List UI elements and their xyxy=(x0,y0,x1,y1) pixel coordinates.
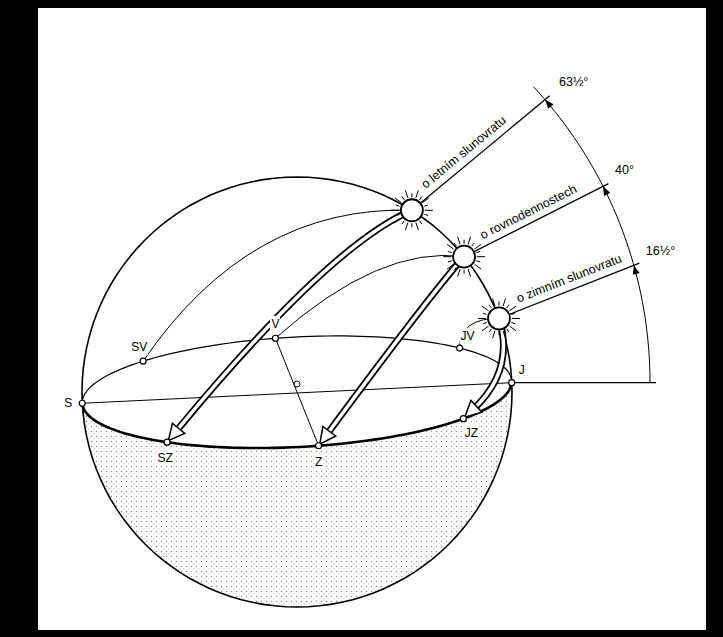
paper-ground xyxy=(38,8,706,630)
arrow-head xyxy=(168,423,184,440)
sun-symbol xyxy=(443,237,485,277)
compass-point-marker xyxy=(509,380,515,386)
sun-setting-arrow xyxy=(327,257,464,435)
compass-point-marker xyxy=(272,335,278,341)
compass-point: JZ xyxy=(464,425,479,441)
compass-point-marker xyxy=(460,416,466,422)
arrow-head xyxy=(320,427,336,445)
sun-setting-arrow xyxy=(327,257,464,435)
compass-point-marker xyxy=(140,358,146,364)
sun-symbol xyxy=(478,298,520,338)
compass-point: V xyxy=(270,316,280,332)
compass-point: Z xyxy=(314,454,323,470)
compass-point: SZ xyxy=(156,450,173,466)
observer-point xyxy=(294,381,300,387)
horizon-reference-line xyxy=(512,382,656,383)
compass-point-marker xyxy=(164,439,170,445)
compass-point: SV xyxy=(130,339,148,355)
east-west-line xyxy=(275,338,318,445)
angle-arrow-head xyxy=(545,100,554,109)
sun-setting-arrow xyxy=(474,318,504,409)
sun-setting-arrow xyxy=(176,210,412,431)
sun-rising-path xyxy=(275,255,464,338)
angle-value: 63½° xyxy=(559,74,588,90)
compass-point-marker xyxy=(316,443,322,449)
sun-setting-arrow xyxy=(176,210,412,431)
compass-point: J xyxy=(518,362,526,378)
compass-point: S xyxy=(63,395,73,411)
angle-arc xyxy=(533,87,650,383)
angle-arrow-head xyxy=(603,186,610,196)
angle-arrow-head xyxy=(633,265,640,275)
sun-symbol xyxy=(391,190,433,230)
sun-ray-line xyxy=(464,184,608,257)
compass-point: JV xyxy=(460,328,476,344)
angle-value: 16½° xyxy=(646,243,675,259)
compass-point-marker xyxy=(457,345,463,351)
sun-setting-arrow xyxy=(474,318,504,409)
lower-hemisphere xyxy=(82,381,512,607)
compass-point-marker xyxy=(79,400,85,406)
arrow-head xyxy=(465,401,482,418)
sphere-outline xyxy=(82,177,512,607)
angle-value: 40° xyxy=(615,162,634,178)
sun-ray-line xyxy=(412,96,550,210)
